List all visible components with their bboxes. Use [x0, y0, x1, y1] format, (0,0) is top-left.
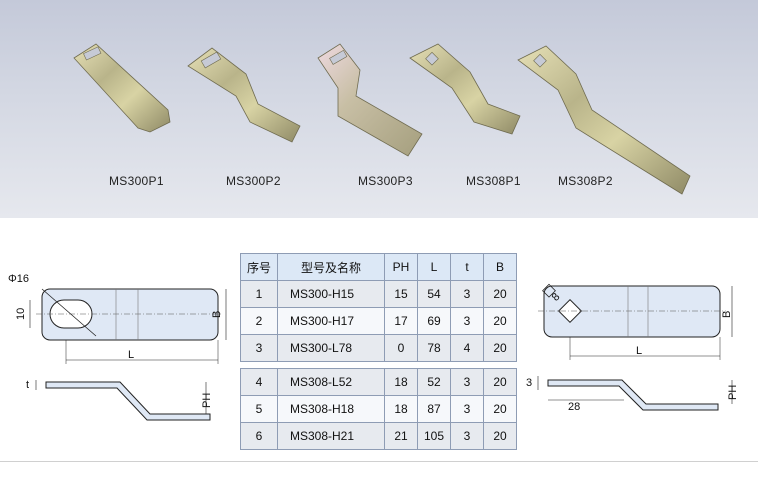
cell-model: MS300-H15 [277, 280, 385, 308]
footer-rule [0, 461, 758, 462]
plate-ms300p3 [317, 43, 423, 157]
cell-b: 20 [483, 334, 517, 362]
cell-ph: 15 [384, 280, 418, 308]
cell-model: MS308-H18 [277, 395, 385, 423]
cell-model: MS308-L52 [277, 368, 385, 396]
cell-ph: 18 [384, 395, 418, 423]
cell-l: 69 [417, 307, 451, 335]
cell-model: MS300-L78 [277, 334, 385, 362]
table-row: 4 MS308-L52 18 52 3 20 [240, 368, 517, 396]
cell-no: 5 [240, 395, 278, 423]
plate-ms300p2 [187, 47, 301, 143]
col-no: 序号 [240, 253, 278, 281]
product-photo: MS300P1 MS300P2 MS300P3 MS308P1 MS308P2 [0, 0, 758, 218]
col-model: 型号及名称 [277, 253, 385, 281]
cell-no: 2 [240, 307, 278, 335]
col-ph: PH [384, 253, 418, 281]
cell-l: 52 [417, 368, 451, 396]
table-row: 3 MS300-L78 0 78 4 20 [240, 334, 517, 362]
cell-b: 20 [483, 280, 517, 308]
cell-model: MS300-H17 [277, 307, 385, 335]
cell-l: 54 [417, 280, 451, 308]
col-b: B [483, 253, 517, 281]
cell-no: 6 [240, 422, 278, 450]
width-dim-label: 10 [15, 308, 27, 320]
dia-leader [41, 288, 97, 337]
three-dim-label: 3 [526, 377, 532, 389]
b-dim-label: B [721, 311, 733, 318]
cell-b: 20 [483, 307, 517, 335]
plate-ms300p1 [73, 43, 171, 133]
ph-dim-label: PH [727, 385, 739, 400]
plate-top-view-right [543, 285, 721, 338]
plate-side-view-right [547, 379, 719, 411]
cell-ph: 17 [384, 307, 418, 335]
square-hole [557, 298, 583, 324]
ph-dim-label: PH [201, 393, 213, 408]
cell-b: 20 [483, 422, 517, 450]
l-dim-label: L [128, 349, 134, 361]
offset-dim-label: 28 [568, 401, 580, 413]
cell-no: 4 [240, 368, 278, 396]
table-header-row: 序号 型号及名称 PH L t B [240, 253, 517, 281]
square-symbol-icon [542, 283, 556, 298]
cell-no: 3 [240, 334, 278, 362]
cell-ph: 0 [384, 334, 418, 362]
dia-label: Φ16 [8, 273, 29, 285]
cell-ph: 21 [384, 422, 418, 450]
photo-label-5: MS308P2 [558, 174, 613, 188]
b-dim-label: B [211, 311, 223, 318]
cell-no: 1 [240, 280, 278, 308]
cell-t: 3 [450, 395, 484, 423]
l-dim-label: L [636, 345, 642, 357]
cell-t: 3 [450, 368, 484, 396]
latch-plates-photo [73, 43, 691, 195]
plate-side-view-left [45, 381, 211, 421]
cell-l: 87 [417, 395, 451, 423]
col-l: L [417, 253, 451, 281]
plate-ms308p2 [517, 45, 691, 195]
photo-label-3: MS300P3 [358, 174, 413, 188]
cell-ph: 18 [384, 368, 418, 396]
table-row: 1 MS300-H15 15 54 3 20 [240, 280, 517, 308]
col-t: t [450, 253, 484, 281]
cell-model: MS308-H21 [277, 422, 385, 450]
cell-l: 78 [417, 334, 451, 362]
cell-b: 20 [483, 368, 517, 396]
table-row: 5 MS308-H18 18 87 3 20 [240, 395, 517, 423]
photo-label-2: MS300P2 [226, 174, 281, 188]
cell-l: 105 [417, 422, 451, 450]
photo-label-4: MS308P1 [466, 174, 521, 188]
spec-table: 序号 型号及名称 PH L t B 1 MS300-H15 15 54 3 20… [240, 253, 517, 450]
drawing-left: Φ16 10 B L t PH [8, 273, 227, 421]
photo-label-1: MS300P1 [109, 174, 164, 188]
cell-t: 4 [450, 334, 484, 362]
plate-ms308p1 [409, 43, 521, 135]
table-row: 2 MS300-H17 17 69 3 20 [240, 307, 517, 335]
table-row: 6 MS308-H21 21 105 3 20 [240, 422, 517, 450]
cell-b: 20 [483, 395, 517, 423]
cell-t: 3 [450, 280, 484, 308]
t-dim-label: t [26, 379, 29, 391]
cell-t: 3 [450, 422, 484, 450]
drawing-right: 8 B L 3 28 PH [526, 283, 739, 413]
table-gap [240, 361, 517, 369]
cell-t: 3 [450, 307, 484, 335]
